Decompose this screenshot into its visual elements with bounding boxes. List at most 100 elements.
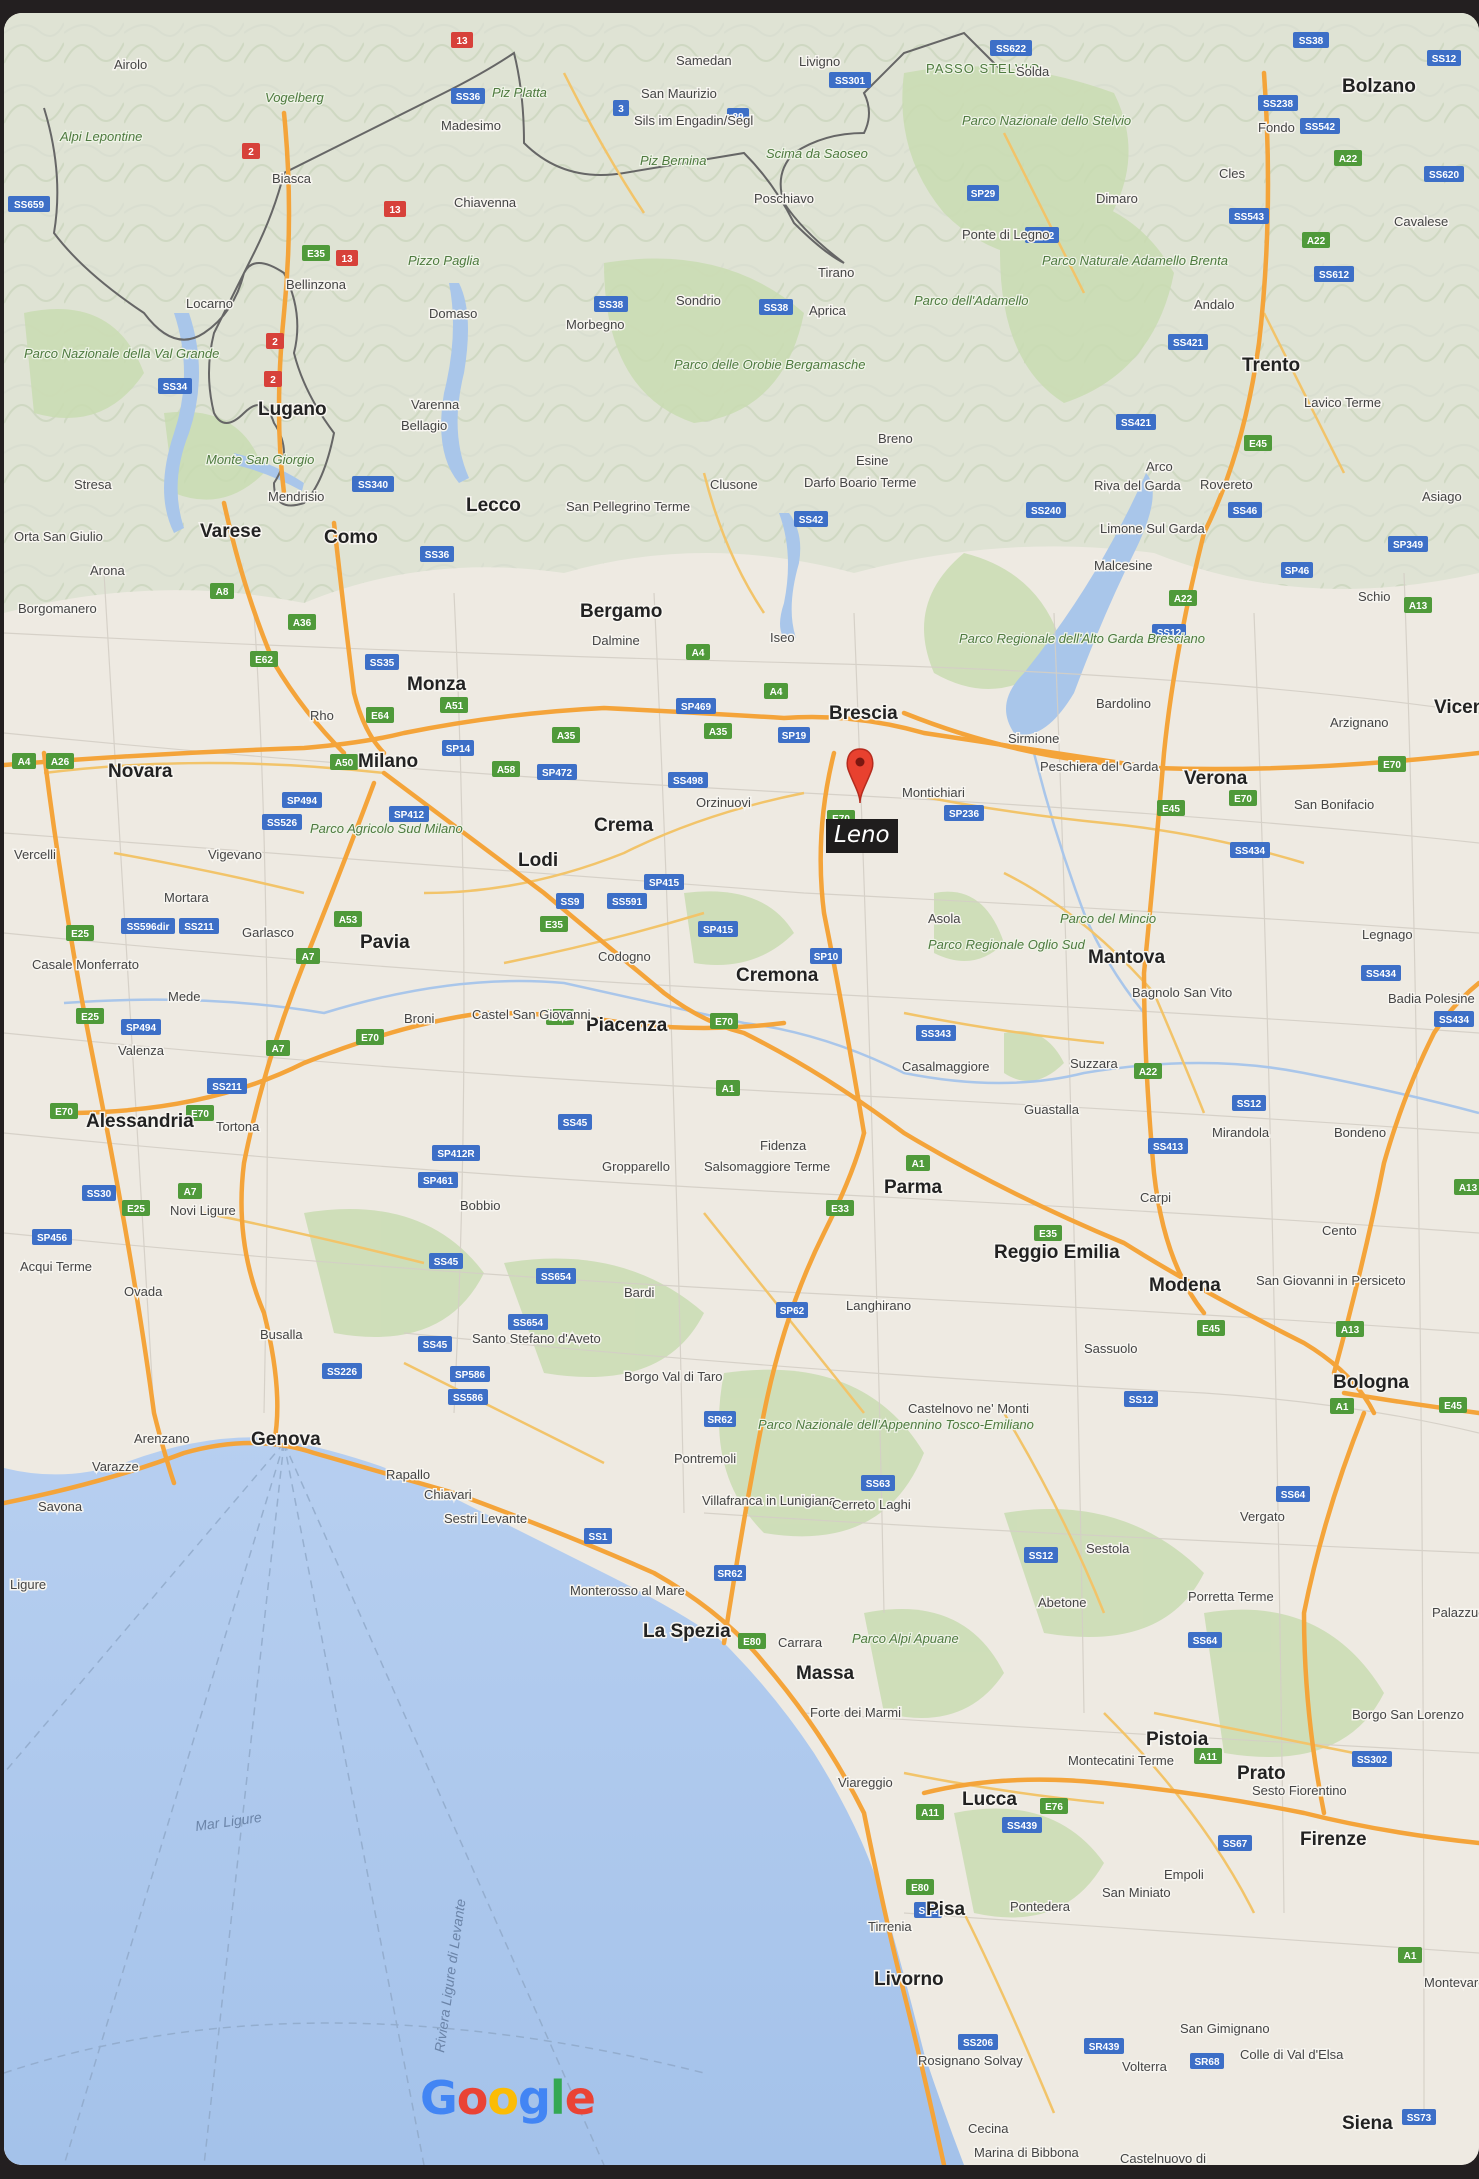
svg-text:E80: E80	[911, 1883, 929, 1894]
svg-text:A1: A1	[722, 1084, 735, 1095]
svg-text:SR62: SR62	[717, 1569, 742, 1580]
svg-text:SP415: SP415	[649, 878, 679, 889]
svg-text:SS543: SS543	[1234, 212, 1264, 223]
town-san-pellegrino: San Pellegrino Terme	[566, 499, 690, 514]
svg-text:SR62: SR62	[707, 1415, 732, 1426]
park-pizzo-paglia: Pizzo Paglia	[408, 253, 480, 268]
town-dimaro: Dimaro	[1096, 191, 1138, 206]
svg-text:E70: E70	[361, 1033, 379, 1044]
svg-text:A58: A58	[497, 765, 516, 776]
town-santo-stefano: Santo Stefano d'Aveto	[472, 1331, 601, 1346]
town-domaso: Domaso	[429, 306, 477, 321]
town-vigevano: Vigevano	[208, 847, 262, 862]
svg-text:SS67: SS67	[1223, 1839, 1248, 1850]
town-livigno: Livigno	[799, 54, 840, 69]
city-livorno: Livorno	[874, 1969, 944, 1990]
location-marker[interactable]	[846, 748, 874, 804]
svg-text:SS38: SS38	[599, 300, 624, 311]
svg-text:SS612: SS612	[1319, 270, 1349, 281]
town-viareggio: Viareggio	[838, 1775, 893, 1790]
shield-ss64: SS64	[1276, 1486, 1310, 1502]
svg-text:E70: E70	[55, 1107, 73, 1118]
town-orta: Orta San Giulio	[14, 529, 103, 544]
city-monza: Monza	[407, 674, 467, 695]
town-poschiavo: Poschiavo	[754, 191, 814, 206]
shield-ss1: SS1	[584, 1528, 612, 1544]
map-viewport[interactable]: SS38 SS622 SS301 SS36 SS659 SS34 SS340 S…	[4, 13, 1479, 2165]
road-shields: SS38 SS622 SS301 SS36 SS659 SS34 SS340 S…	[8, 32, 1479, 2125]
town-carrara: Carrara	[778, 1635, 823, 1650]
shield-2a: 2	[242, 143, 260, 159]
svg-text:SP19: SP19	[782, 731, 807, 742]
town-morbegno: Morbegno	[566, 317, 625, 332]
svg-text:SS591: SS591	[612, 897, 642, 908]
svg-text:SS211: SS211	[212, 1082, 242, 1093]
park-monte-san-giorgio: Monte San Giorgio	[206, 452, 314, 467]
shield-ss340: SS340	[352, 476, 394, 492]
svg-text:E45: E45	[1202, 1324, 1220, 1335]
svg-text:SS9: SS9	[561, 897, 580, 908]
svg-text:SP472: SP472	[542, 768, 572, 779]
svg-text:A11: A11	[1199, 1752, 1217, 1763]
svg-text:A22: A22	[1139, 1067, 1158, 1078]
shield-sr62: SR62	[704, 1411, 736, 1427]
logo-letter: g	[517, 2071, 551, 2125]
shield-a11: A11	[1194, 1748, 1222, 1764]
svg-text:E64: E64	[371, 711, 389, 722]
town-bellinzona: Bellinzona	[286, 277, 347, 292]
highway-a15	[721, 1130, 867, 1646]
park-mincio: Parco del Mincio	[1060, 911, 1156, 926]
svg-text:SS12: SS12	[1029, 1551, 1054, 1562]
town-borgo-val-di-taro: Borgo Val di Taro	[624, 1369, 723, 1384]
shield-sp412r: SP412R	[432, 1145, 480, 1161]
svg-text:A51: A51	[445, 701, 464, 712]
park-adamello: Parco dell'Adamello	[914, 293, 1029, 308]
shield-ss498: SS498	[668, 772, 708, 788]
shield-a11b: A11	[916, 1804, 944, 1820]
map-canvas[interactable]: SS38 SS622 SS301 SS36 SS659 SS34 SS340 S…	[4, 13, 1479, 2165]
shield-ss9: SS9	[556, 893, 584, 909]
town-sirmione: Sirmione	[1008, 731, 1059, 746]
svg-text:SS421: SS421	[1173, 338, 1203, 349]
city-modena: Modena	[1149, 1275, 1221, 1296]
svg-text:SP412: SP412	[394, 810, 424, 821]
town-gropparello: Gropparello	[602, 1159, 670, 1174]
svg-text:13: 13	[341, 254, 353, 265]
shield-a13c: A13	[1336, 1321, 1364, 1337]
shield-a1d: A1	[1398, 1947, 1422, 1963]
svg-text:E45: E45	[1162, 804, 1180, 815]
svg-text:A1: A1	[1336, 1402, 1349, 1413]
shield-a22: A22	[1334, 150, 1362, 166]
shield-ss434b: SS434	[1361, 965, 1401, 981]
svg-text:A1: A1	[912, 1159, 925, 1170]
svg-text:SS526: SS526	[267, 818, 297, 829]
svg-text:E70: E70	[1383, 760, 1401, 771]
shield-ss38b: SS38	[594, 296, 628, 312]
svg-text:A50: A50	[335, 758, 354, 769]
shield-ss301: SS301	[829, 72, 871, 88]
lake-iseo	[779, 513, 801, 643]
highway-a9	[331, 520, 387, 756]
logo-letter: l	[549, 2071, 566, 2125]
shield-ss12e: SS12	[1427, 50, 1461, 66]
svg-text:SS301: SS301	[835, 76, 865, 87]
svg-text:SS413: SS413	[1153, 1142, 1183, 1153]
shield-ss542: SS542	[1300, 118, 1340, 134]
shield-ss206: SS206	[958, 2034, 998, 2050]
town-chiavari: Chiavari	[424, 1487, 472, 1502]
town-casalmaggiore: Casalmaggiore	[902, 1059, 989, 1074]
svg-text:SS12: SS12	[1237, 1099, 1262, 1110]
shield-a22c: A22	[1169, 590, 1197, 606]
town-bobbio: Bobbio	[460, 1198, 500, 1213]
svg-text:SP62: SP62	[780, 1306, 805, 1317]
town-andalo: Andalo	[1194, 297, 1234, 312]
svg-text:SS64: SS64	[1193, 1636, 1218, 1647]
svg-text:A7: A7	[302, 952, 315, 963]
ligurian-sea	[4, 1437, 964, 2165]
town-bellagio: Bellagio	[401, 418, 447, 433]
town-cles: Cles	[1219, 166, 1246, 181]
town-valenza: Valenza	[118, 1043, 165, 1058]
shield-a50: A50	[330, 754, 358, 770]
shield-ss34: SS34	[158, 378, 192, 394]
lake-lugano	[234, 453, 304, 491]
